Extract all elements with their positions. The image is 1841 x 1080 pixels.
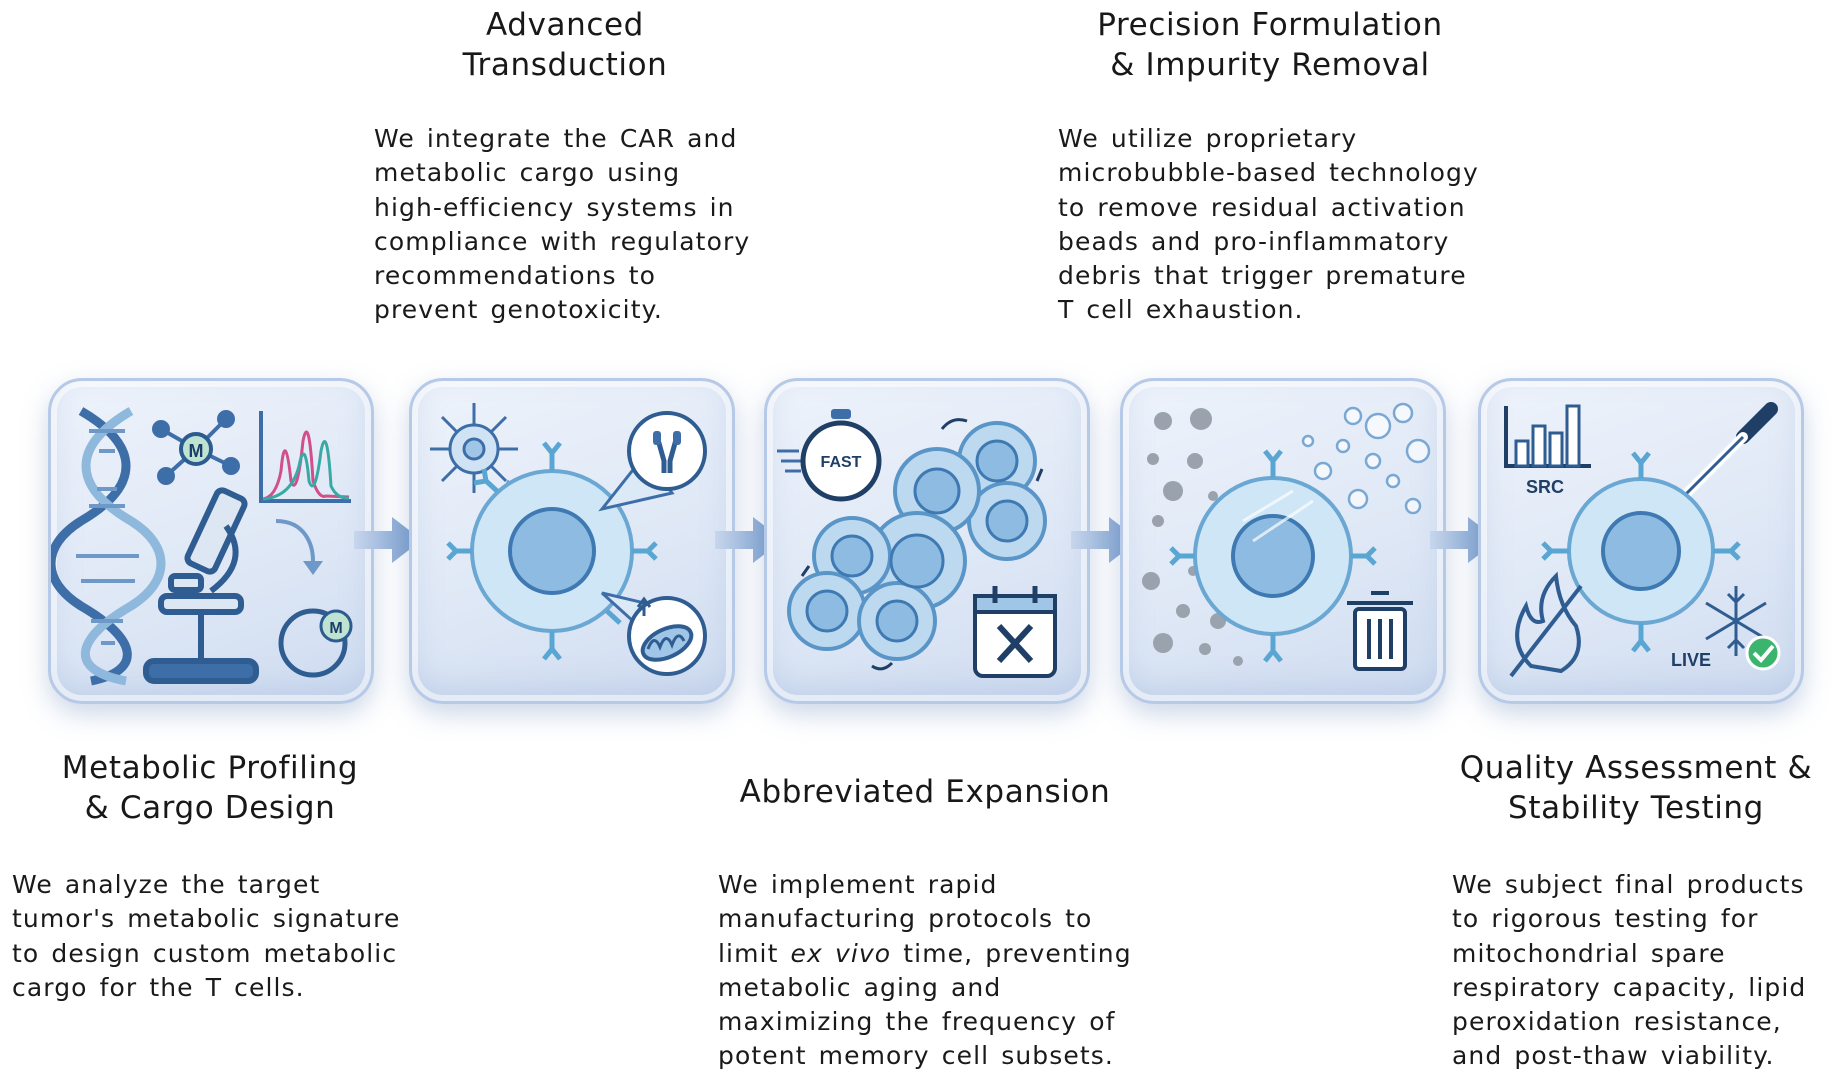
step-3-description-part-1: We implement rapid manufacturing protoco… xyxy=(718,870,1093,968)
step-3-description: We implement rapid manufacturing protoco… xyxy=(718,868,1158,1074)
plasmid-label: M xyxy=(329,620,342,637)
step-5-description: We subject final products to rigorous te… xyxy=(1452,870,1807,1071)
bar-chart-icon xyxy=(1504,404,1591,468)
flow-arrow-1 xyxy=(354,515,424,565)
no-fire-icon xyxy=(1509,571,1583,678)
step-5-panel: SRC LIVE xyxy=(1478,378,1804,704)
step-3-description-ex-vivo: ex vivo xyxy=(790,938,892,968)
debris-icon xyxy=(1142,408,1243,666)
snowflake-icon xyxy=(1705,586,1767,656)
mitochondria-icon xyxy=(600,591,707,676)
microscope-icon xyxy=(143,487,259,684)
calendar-x-icon xyxy=(973,586,1057,678)
dropper-icon xyxy=(1674,402,1778,519)
step-2-description: We integrate the CAR and metabolic cargo… xyxy=(374,124,751,325)
check-icon xyxy=(1745,635,1781,671)
spectrum-chart-icon xyxy=(259,411,351,503)
step-1-panel: M M xyxy=(48,378,374,704)
step-4-title: Precision Formulation & Impurity Removal xyxy=(1097,7,1443,83)
t-cell-icon xyxy=(1541,451,1741,653)
step-3-panel: FAST xyxy=(764,378,1090,704)
stopwatch-icon xyxy=(777,409,882,502)
step-2-panel xyxy=(409,378,735,704)
step-4-panel xyxy=(1120,378,1446,704)
step-4-description: We utilize proprietary microbubble-based… xyxy=(1058,124,1479,325)
viability-label: LIVE xyxy=(1671,650,1711,670)
step-1-description: We analyze the target tumor's metabolic … xyxy=(12,870,401,1002)
chart-label: SRC xyxy=(1526,477,1564,497)
t-cell-icon xyxy=(1169,449,1377,663)
microbubble-icon xyxy=(1301,402,1431,515)
step-3-title: Abbreviated Expansion xyxy=(739,774,1111,810)
molecule-label: M xyxy=(189,441,204,461)
step-1-title: Metabolic Profiling & Cargo Design xyxy=(61,750,359,826)
step-2-title: Advanced Transduction xyxy=(462,7,668,83)
stopwatch-label: FAST xyxy=(821,454,862,471)
plasmid-icon xyxy=(275,519,353,678)
car-receptor-icon xyxy=(598,411,707,512)
trash-icon xyxy=(1347,591,1413,671)
t-cell-icon xyxy=(446,441,658,661)
cell-cluster-icon xyxy=(787,418,1047,671)
dna-icon xyxy=(51,407,166,686)
step-3-description-part-2: time, preventing metabolic aging and max… xyxy=(718,938,1132,1071)
step-5-title: Quality Assessment & Stability Testing xyxy=(1459,750,1813,826)
molecule-icon xyxy=(152,410,240,485)
